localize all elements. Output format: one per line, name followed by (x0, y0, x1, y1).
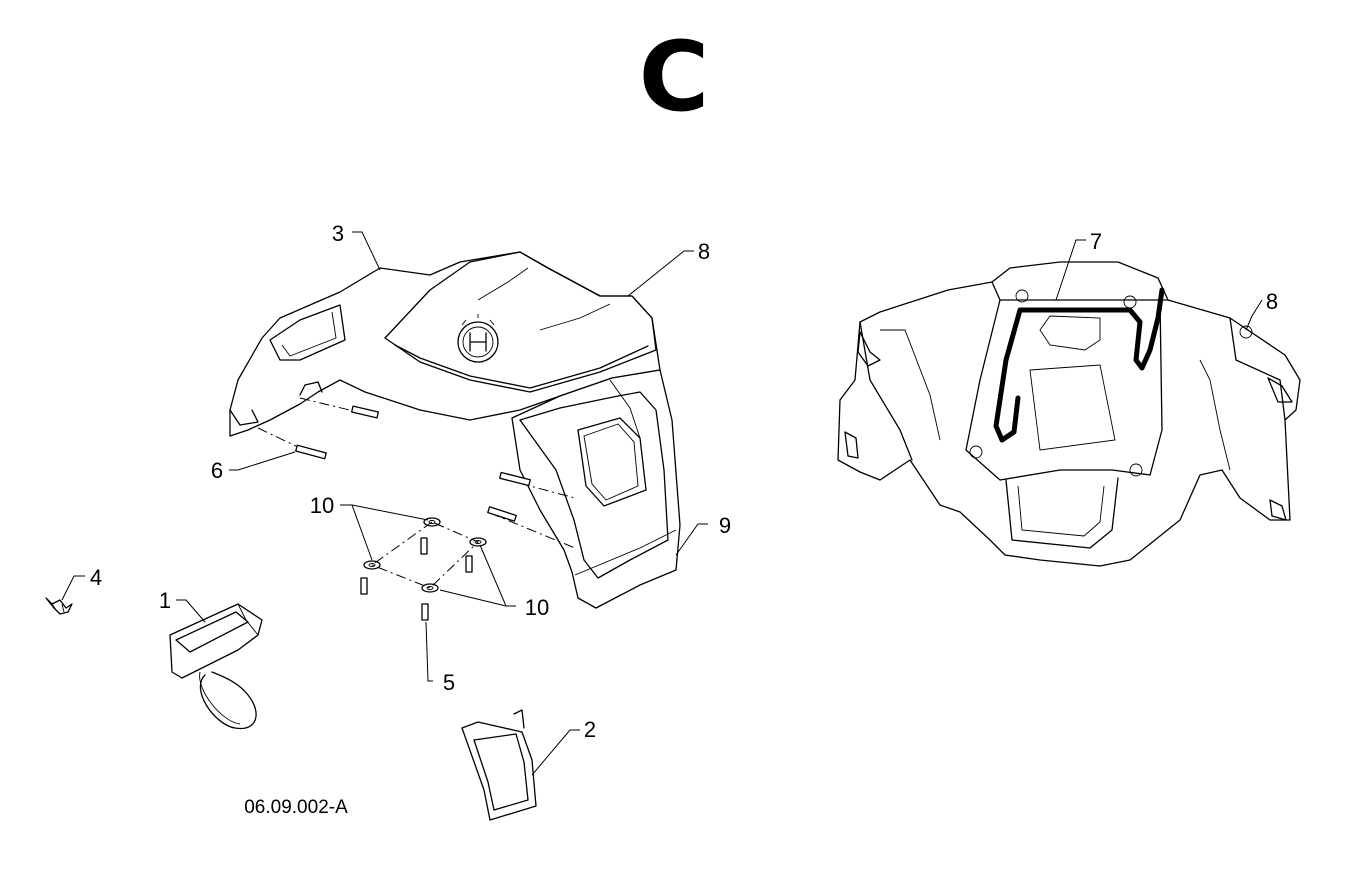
washer-screw-set (360, 517, 487, 621)
leader-lines (61, 231, 1263, 776)
callout-8-left: 8 (698, 239, 710, 264)
callout-7: 7 (1090, 229, 1102, 254)
callout-5: 5 (443, 670, 455, 695)
callout-4: 4 (90, 565, 102, 590)
callout-6: 6 (211, 458, 223, 483)
callout-2: 2 (584, 717, 596, 742)
callout-10-bottom: 10 (525, 595, 549, 620)
pin-set (257, 397, 576, 549)
callout-10-top: 10 (310, 493, 334, 518)
cover-plate-part (461, 709, 537, 821)
section-letter: C (639, 21, 709, 133)
drawing-code: 06.09.002-A (244, 797, 348, 818)
brand-logo-icon (457, 314, 499, 363)
callout-9: 9 (719, 513, 731, 538)
callout-8-right: 8 (1266, 289, 1278, 314)
callout-3: 3 (332, 221, 344, 246)
switch-housing-part (169, 603, 263, 730)
clip-part (45, 597, 73, 615)
callout-1: 1 (159, 588, 171, 613)
underside-view (837, 261, 1301, 567)
hood-cover-assembly (229, 251, 681, 609)
